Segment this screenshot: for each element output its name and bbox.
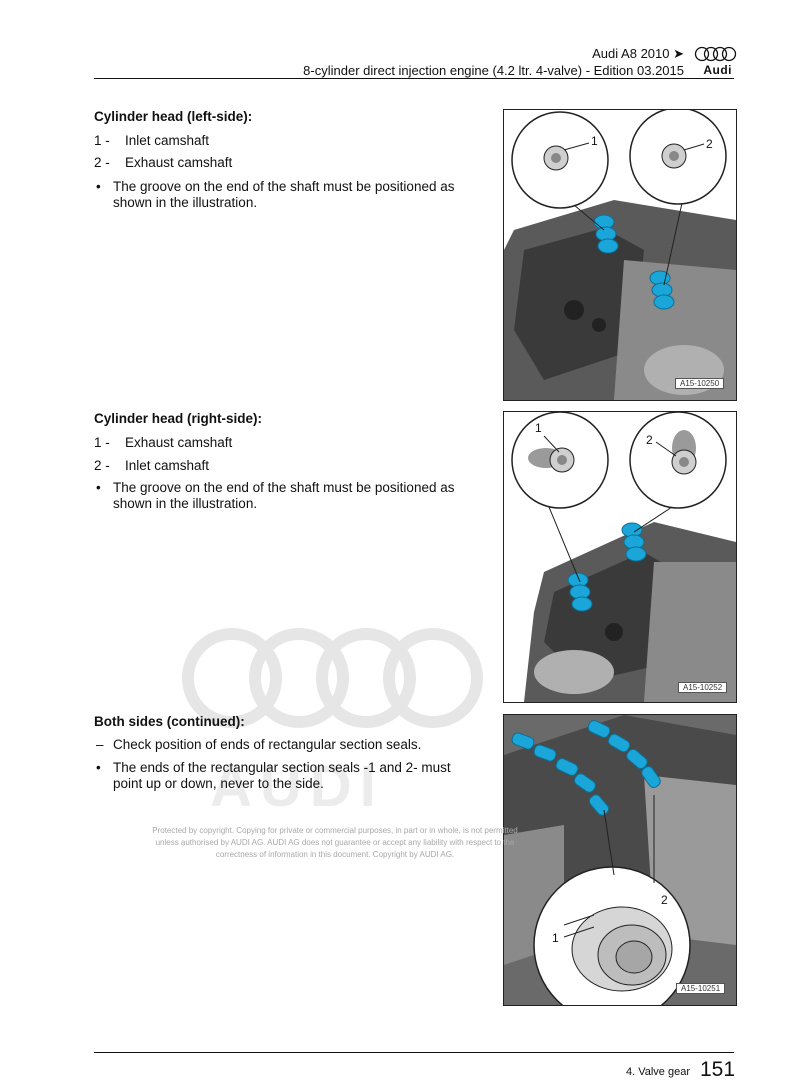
footer-section-title: 4. Valve gear — [626, 1066, 691, 1078]
instruction-bullet: • The groove on the end of the shaft mus… — [96, 480, 455, 511]
svg-text:AUDI: AUDI — [210, 754, 384, 818]
callout-2: 2 — [706, 137, 713, 151]
audi-wordmark: Audi — [703, 63, 732, 77]
figure-id: A15-10251 — [676, 983, 726, 994]
list-item: 1 - Exhaust camshaft — [94, 435, 233, 450]
section-title: Both sides (continued): — [94, 714, 245, 729]
section-left-side: Cylinder head (left-side): 1 - Inlet cam… — [94, 109, 474, 210]
page-number: 151 — [700, 1058, 736, 1081]
section-title: Cylinder head (right-side): — [94, 411, 263, 426]
figure-section-seals: 1 2 A15-10251 — [503, 714, 737, 1006]
header-divider — [94, 78, 734, 79]
instruction-dash: – Check position of ends of rectangular … — [96, 737, 422, 752]
figure-right-camshaft-groove: 1 2 A15-10252 — [503, 411, 737, 703]
footer-divider — [94, 1052, 734, 1053]
engine-illustration — [511, 412, 736, 702]
callout-2: 2 — [661, 893, 668, 907]
section-right-side: Cylinder head (right-side): 1 - Exhaust … — [94, 411, 474, 511]
callout-1: 1 — [591, 134, 598, 148]
engine-illustration — [504, 715, 736, 1005]
instruction-bullet: • The ends of the rectangular section se… — [96, 760, 451, 791]
audi-rings-logo — [694, 46, 737, 62]
list-item: 1 - Inlet camshaft — [94, 133, 210, 148]
figure-id: A15-10250 — [675, 378, 725, 389]
manual-model-title: Audi A8 2010 ➤ — [592, 46, 684, 61]
manual-subtitle: 8-cylinder direct injection engine (4.2 … — [303, 63, 684, 78]
figure-left-camshaft-groove: 1 2 A15-10250 — [503, 109, 737, 401]
section-both-sides: Both sides (continued): – Check position… — [94, 714, 474, 814]
list-item: 2 - Exhaust camshaft — [94, 155, 233, 170]
callout-2: 2 — [646, 433, 653, 447]
list-item: 2 - Inlet camshaft — [94, 458, 210, 473]
callout-1: 1 — [552, 931, 559, 945]
copyright-notice: Protected by copyright. Copying for priv… — [152, 826, 518, 859]
instruction-bullet: • The groove on the end of the shaft mus… — [96, 179, 455, 210]
callout-1: 1 — [535, 421, 542, 435]
engine-illustration — [504, 110, 736, 400]
audi-watermark-logo: AUDI — [182, 628, 483, 818]
figure-id: A15-10252 — [678, 682, 728, 693]
section-title: Cylinder head (left-side): — [94, 109, 253, 124]
